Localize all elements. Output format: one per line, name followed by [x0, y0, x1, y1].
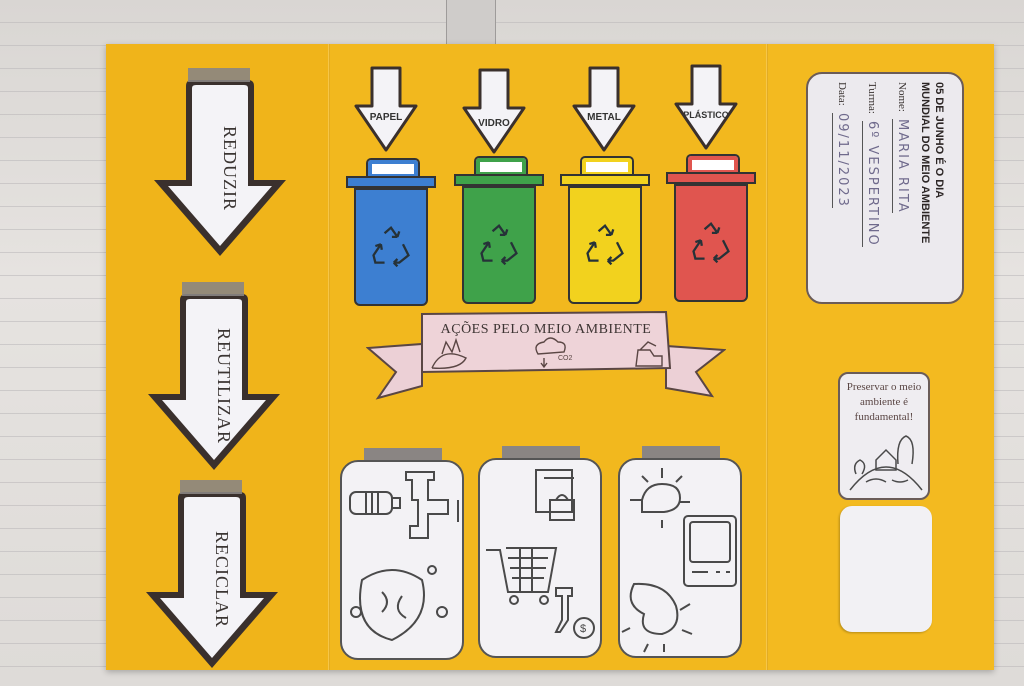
notebook-spine	[446, 0, 496, 50]
light-bulb-icon	[630, 482, 682, 513]
tape	[502, 446, 580, 458]
date-label: Data:	[836, 82, 848, 106]
water-tap-icon	[405, 471, 449, 539]
bin-body	[568, 186, 642, 304]
bin-handle	[474, 156, 528, 176]
banner: CO2 AÇÕES PELO MEIO AMBIENTE	[365, 310, 727, 400]
class-value: 6º VESPERTINO	[862, 120, 880, 247]
info-title-line1: 05 DE JUNHO É O DIA	[933, 82, 945, 199]
fold-line-left	[328, 44, 330, 670]
bin-body	[462, 186, 536, 304]
bin-lid	[560, 174, 650, 186]
arrow-label: REUTILIZAR	[214, 328, 234, 444]
class-label: Turma:	[866, 82, 878, 114]
blank-flap-card[interactable]	[840, 506, 932, 632]
jar-card-body	[340, 460, 464, 660]
tape	[182, 282, 244, 296]
name-field: Nome: MARIA RITA	[892, 82, 910, 298]
bin-body	[674, 184, 748, 302]
down-arrow-icon	[146, 492, 278, 668]
arrow-vidro: VIDRO	[462, 68, 526, 154]
message-text: Preservar o meio ambiente é fundamental!	[846, 381, 922, 423]
bin-label: METAL	[587, 112, 621, 123]
arrow-reutilizar[interactable]: REUTILIZAR	[144, 282, 284, 474]
bin-handle	[580, 156, 634, 176]
down-arrow-icon	[674, 64, 738, 150]
arrow-label: REDUZIR	[220, 125, 240, 211]
recycle-icon	[372, 225, 410, 268]
sad-sun-icon	[629, 582, 679, 636]
message-card[interactable]: Preservar o meio ambiente é fundamental!	[838, 372, 930, 500]
date-field: Data: 09/11/2023	[832, 82, 850, 298]
bin-lid	[346, 176, 436, 188]
bin-lid	[454, 174, 544, 186]
bin-body	[354, 188, 428, 306]
svg-text:$: $	[580, 623, 586, 635]
recycle-icon	[692, 221, 730, 264]
bin-label: PAPEL	[369, 112, 403, 123]
class-field: Turma: 6º VESPERTINO	[862, 82, 880, 298]
television-icon	[683, 515, 737, 587]
polluted-earth-icon	[359, 569, 425, 642]
fold-line-right	[766, 44, 768, 670]
bin-label: PLÁSTICO	[683, 110, 729, 120]
down-arrow-icon	[148, 294, 280, 470]
bin-handle	[686, 154, 740, 174]
down-arrow-icon	[354, 66, 418, 152]
shopping-cart-icon	[486, 547, 558, 593]
svg-text:CO2: CO2	[558, 355, 573, 362]
water-saving-illustration	[349, 471, 459, 642]
student-info-card: 05 DE JUNHO É O DIA MUNDIAL DO MEIO AMBI…	[806, 72, 964, 304]
bin-handle	[366, 158, 420, 178]
banner-title: AÇÕES PELO MEIO AMBIENTE	[440, 322, 652, 337]
jar-card-consumption[interactable]: $	[478, 446, 602, 658]
bin-lid	[666, 172, 756, 184]
tape	[188, 68, 250, 82]
jar-card-body	[618, 458, 742, 658]
arrow-reduzir[interactable]: REDUZIR	[150, 68, 290, 260]
arrow-label: RECICLAR	[212, 531, 232, 629]
info-title: 05 DE JUNHO É O DIA MUNDIAL DO MEIO AMBI…	[918, 82, 946, 298]
energy-saving-illustration	[621, 468, 737, 653]
down-arrow-icon	[572, 66, 636, 152]
arrow-reciclar[interactable]: RECICLAR	[142, 480, 282, 672]
arrow-papel: PAPEL	[354, 66, 418, 152]
lapbook-board: REDUZIR REUTILIZAR RECICLAR PAPEL VIDRO	[106, 44, 994, 670]
bin-label: VIDRO	[478, 118, 510, 129]
tape	[180, 480, 242, 494]
tape	[364, 448, 442, 460]
earth-house-icon	[849, 435, 923, 491]
bin-metal-yellow[interactable]	[560, 156, 650, 306]
bin-vidro-green[interactable]	[454, 156, 544, 306]
jar-card-water[interactable]	[340, 448, 464, 660]
arrow-plastico: PLÁSTICO	[674, 64, 738, 150]
down-arrow-icon	[462, 68, 526, 154]
down-arrow-icon	[154, 80, 286, 256]
recycle-icon	[480, 223, 518, 266]
date-value: 09/11/2023	[832, 112, 850, 208]
jar-card-body: $	[478, 458, 602, 658]
bin-papel-blue[interactable]	[346, 158, 436, 308]
recycle-icon	[586, 223, 624, 266]
jar-card-energy[interactable]	[618, 446, 742, 658]
info-title-line2: MUNDIAL DO MEIO AMBIENTE	[919, 82, 931, 244]
bin-plastico-red[interactable]	[666, 154, 756, 304]
arrow-metal: METAL	[572, 66, 636, 152]
name-label: Nome:	[896, 82, 908, 112]
hand-coin-icon	[554, 587, 573, 633]
shopping-bags-icon	[535, 469, 575, 521]
info-card-content: 05 DE JUNHO É O DIA MUNDIAL DO MEIO AMBI…	[824, 82, 954, 298]
name-value: MARIA RITA	[892, 118, 910, 214]
ribbon-shape: CO2	[365, 310, 727, 400]
consumption-illustration: $	[486, 469, 595, 639]
tape	[642, 446, 720, 458]
